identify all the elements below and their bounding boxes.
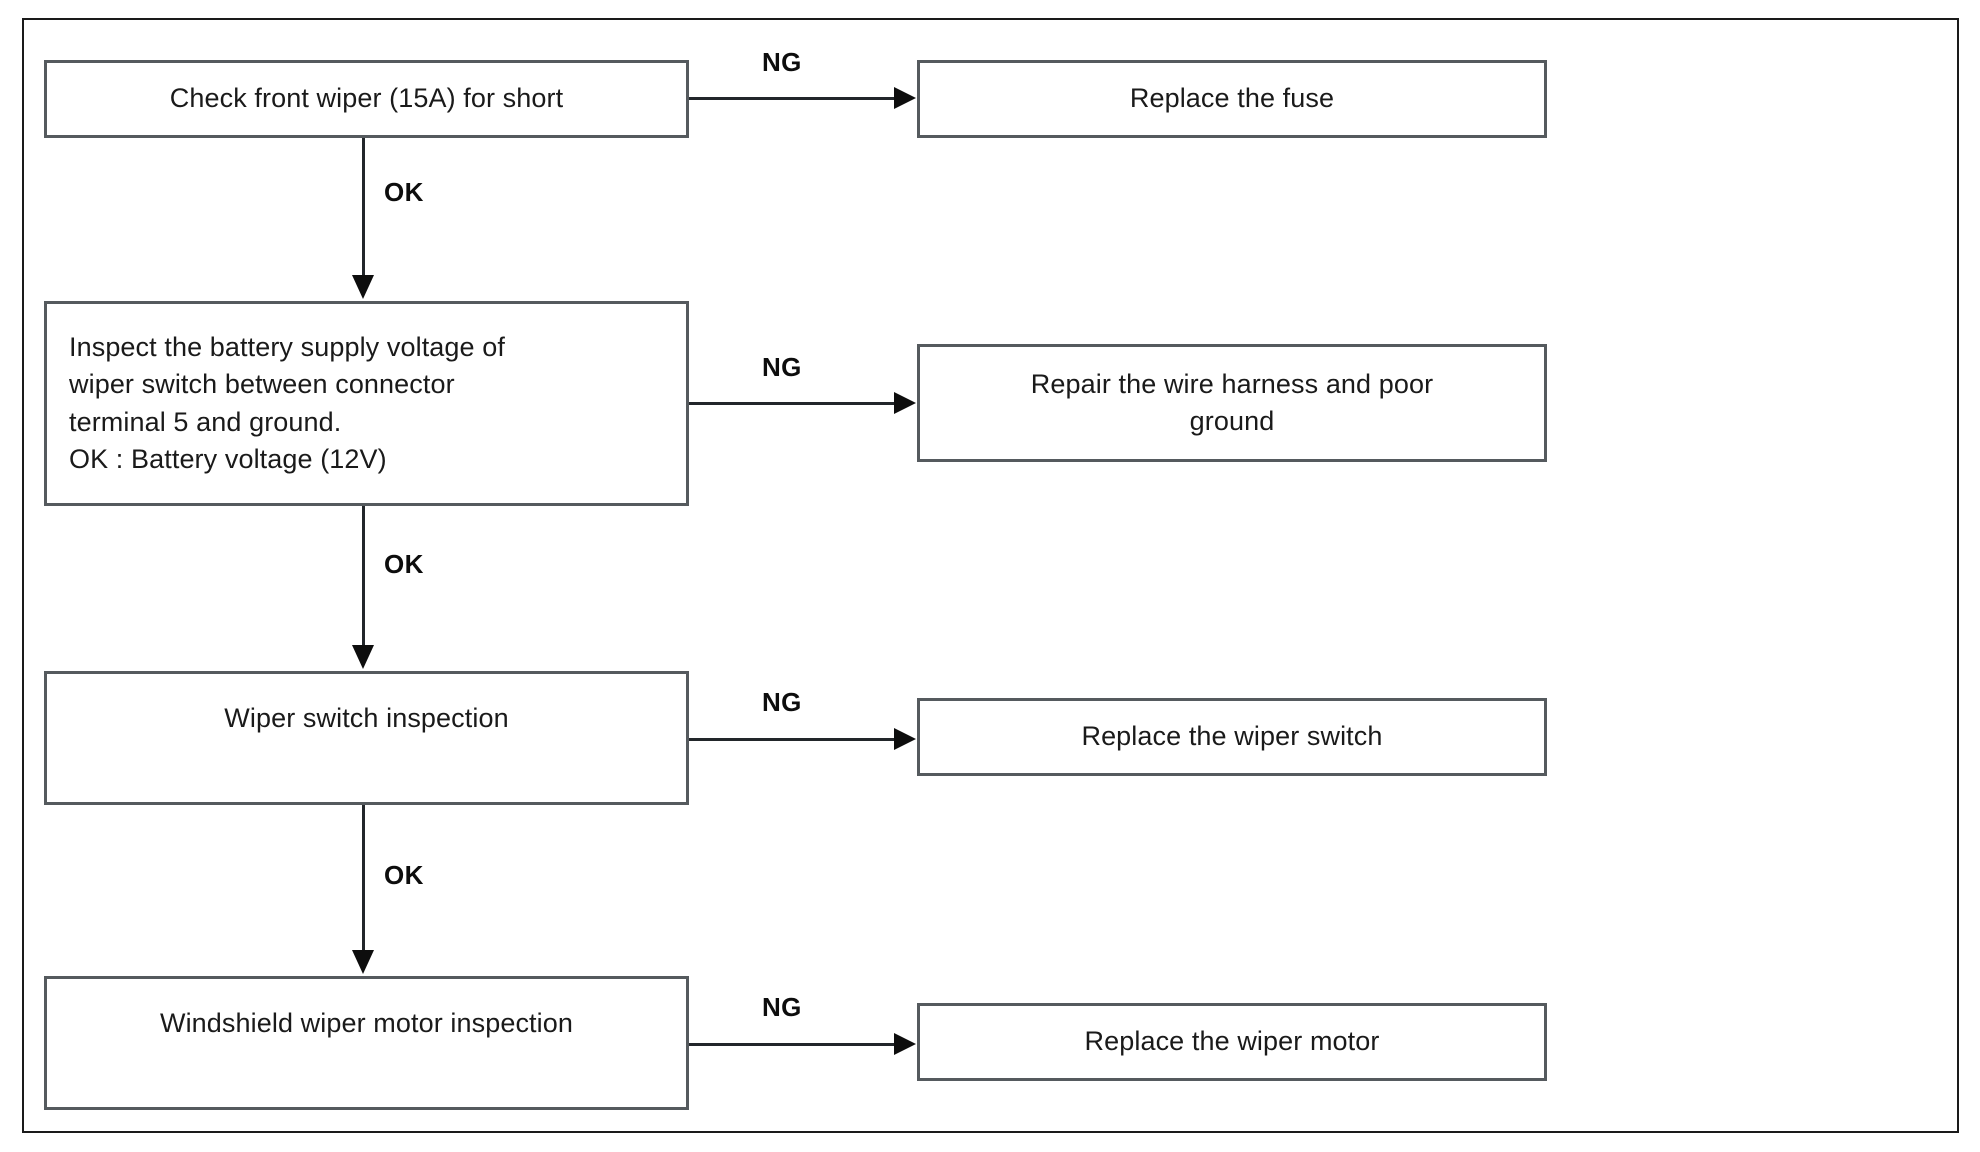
flow-node-step1[interactable]: Check front wiper (15A) for short — [44, 60, 689, 138]
ok-connector-line-1 — [362, 138, 365, 278]
ok-label-1: OK — [384, 177, 424, 207]
ng-connector-line-4 — [689, 1043, 896, 1046]
ng-label-2: NG — [762, 352, 802, 382]
ok-arrow-head-3 — [352, 950, 374, 974]
flow-node-step3-label: Wiper switch inspection — [224, 703, 509, 733]
ng-arrow-head-3 — [894, 728, 916, 750]
ok-label-3: OK — [384, 860, 424, 890]
flow-result-step4-label: Replace the wiper motor — [1084, 1026, 1380, 1057]
diagram-frame: Check front wiper (15A) for short NG Rep… — [22, 18, 1959, 1133]
ng-label-3: NG — [762, 687, 802, 717]
ok-arrow-head-2 — [352, 645, 374, 669]
ng-arrow-head-4 — [894, 1033, 916, 1055]
flow-result-step1[interactable]: Replace the fuse — [917, 60, 1547, 138]
ok-connector-line-3 — [362, 805, 365, 953]
flow-node-step2[interactable]: Inspect the battery supply voltage of wi… — [44, 301, 689, 506]
ng-connector-line-3 — [689, 738, 896, 741]
flowchart-canvas: Check front wiper (15A) for short NG Rep… — [24, 20, 1957, 1131]
ng-connector-line-2 — [689, 402, 896, 405]
ok-arrow-head-1 — [352, 275, 374, 299]
flow-result-step2-label: Repair the wire harness and poor ground — [1030, 368, 1434, 436]
flow-node-step4-label: Windshield wiper motor inspection — [160, 1008, 573, 1038]
flow-result-step1-label: Replace the fuse — [1129, 83, 1335, 114]
ng-arrow-head-2 — [894, 392, 916, 414]
ok-label-2: OK — [384, 549, 424, 579]
flow-node-step1-label: Check front wiper (15A) for short — [169, 83, 564, 114]
flow-result-step2[interactable]: Repair the wire harness and poor ground — [917, 344, 1547, 462]
flow-result-step3[interactable]: Replace the wiper switch — [917, 698, 1547, 776]
ng-connector-line-1 — [689, 97, 896, 100]
flow-node-step2-label: Inspect the battery supply voltage of wi… — [69, 332, 505, 474]
flow-result-step3-label: Replace the wiper switch — [1081, 721, 1383, 752]
flow-result-step4[interactable]: Replace the wiper motor — [917, 1003, 1547, 1081]
flow-node-step4[interactable]: Windshield wiper motor inspection — [44, 976, 689, 1110]
ng-label-1: NG — [762, 47, 802, 77]
flow-node-step3[interactable]: Wiper switch inspection — [44, 671, 689, 805]
ng-arrow-head-1 — [894, 87, 916, 109]
ng-label-4: NG — [762, 992, 802, 1022]
ok-connector-line-2 — [362, 506, 365, 648]
